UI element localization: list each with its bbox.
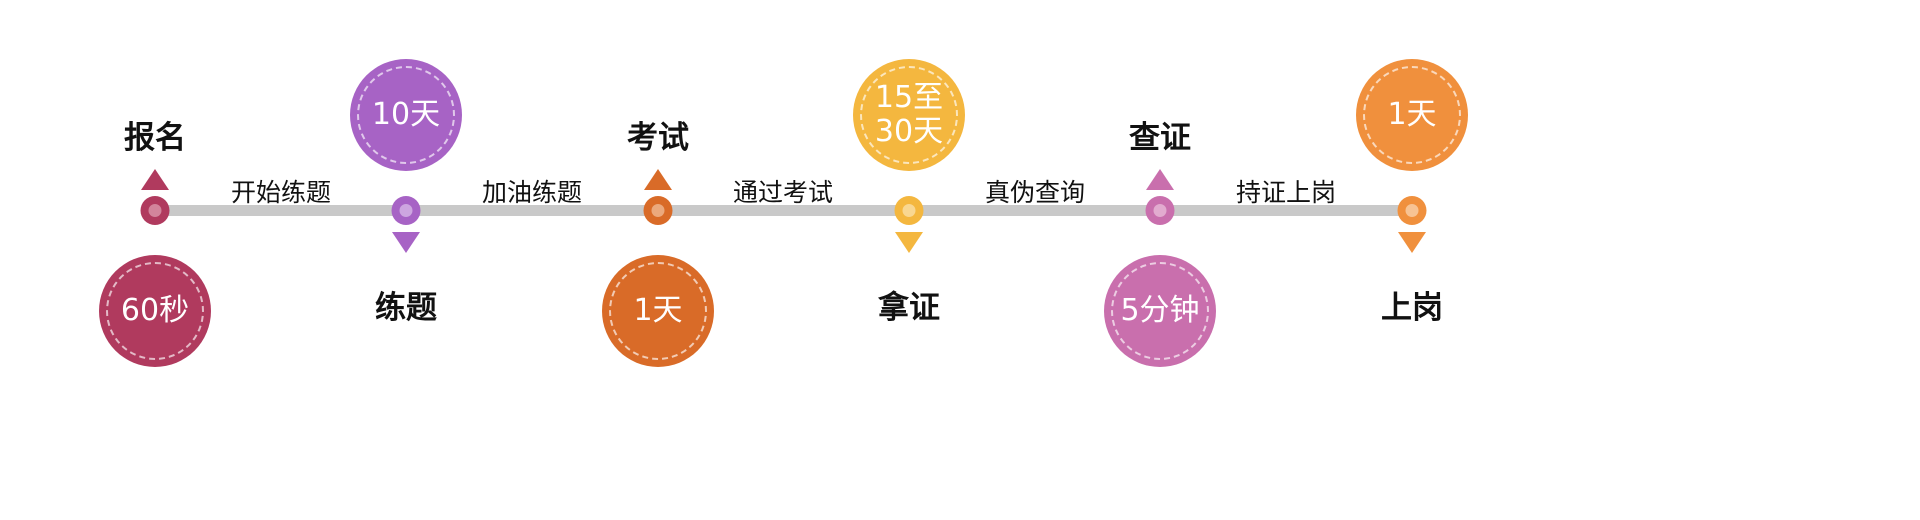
node-label: 考试	[627, 120, 689, 156]
duration-clock: 5分钟	[1104, 255, 1216, 367]
duration-clock: 1天	[1356, 59, 1468, 171]
node-label: 练题	[375, 290, 437, 326]
node-label: 查证	[1129, 120, 1191, 156]
duration-clock: 60秒	[99, 255, 211, 367]
node-label: 报名	[124, 120, 186, 156]
duration-text: 60秒	[120, 293, 190, 329]
timeline-bar	[150, 205, 1416, 216]
edge-label: 通过考试	[732, 178, 834, 207]
node-label: 拿证	[878, 290, 940, 326]
timeline-dot	[643, 196, 673, 225]
arrow-down-icon	[392, 232, 420, 253]
timeline-dot	[894, 196, 924, 225]
node-label: 上岗	[1381, 290, 1443, 326]
duration-clock: 10天	[350, 59, 462, 171]
edge-label: 真伪查询	[984, 178, 1086, 207]
timeline-dot	[1397, 196, 1427, 225]
duration-text: 15至 30天	[874, 80, 944, 149]
clock-ring-icon	[609, 262, 707, 360]
clock-ring-icon	[357, 66, 455, 164]
clock-ring-icon	[1363, 66, 1461, 164]
duration-clock: 15至 30天	[853, 59, 965, 171]
edge-label: 加油练题	[481, 178, 583, 207]
arrow-up-icon	[644, 169, 672, 190]
timeline-dot	[1145, 196, 1175, 225]
duration-clock: 1天	[602, 255, 714, 367]
duration-text: 10天	[371, 97, 441, 133]
arrow-down-icon	[1398, 232, 1426, 253]
edge-label: 开始练题	[230, 178, 332, 207]
duration-text: 1天	[633, 293, 683, 329]
timeline-dot	[140, 196, 170, 225]
duration-text: 1天	[1387, 97, 1437, 133]
arrow-up-icon	[1146, 169, 1174, 190]
clock-ring-icon	[1111, 262, 1209, 360]
arrow-up-icon	[141, 169, 169, 190]
clock-ring-icon	[106, 262, 204, 360]
clock-ring-icon	[860, 66, 958, 164]
timeline-dot	[391, 196, 421, 225]
arrow-down-icon	[895, 232, 923, 253]
edge-label: 持证上岗	[1235, 178, 1337, 207]
duration-text: 5分钟	[1120, 293, 1200, 329]
